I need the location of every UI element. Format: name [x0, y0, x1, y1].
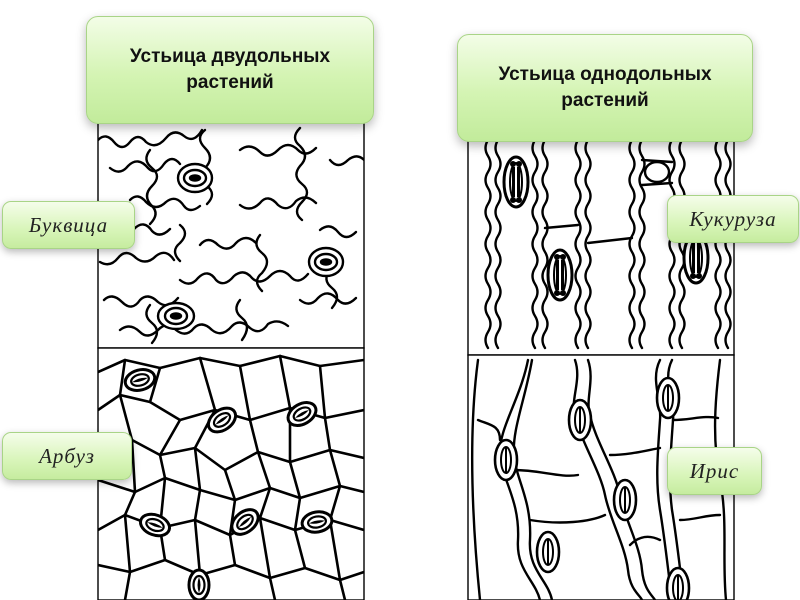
iris-micrograph [468, 355, 734, 600]
kukuruza-label: Кукуруза [667, 195, 799, 243]
bukvitsa-micrograph [98, 122, 364, 348]
monocot-title: Устьица однодольных растений [457, 34, 753, 142]
kukuruza-label-text: Кукуруза [689, 206, 777, 231]
iris-label: Ирис [667, 447, 762, 495]
bukvitsa-label: Буквица [2, 201, 135, 249]
arbuz-label: Арбуз [2, 432, 132, 480]
dicot-title: Устьица двудольных растений [86, 16, 374, 124]
iris-label-text: Ирис [689, 458, 740, 483]
arbuz-micrograph [98, 348, 364, 600]
dicot-title-text: Устьица двудольных растений [129, 46, 331, 93]
kukuruza-micrograph [468, 140, 734, 355]
arbuz-label-text: Арбуз [39, 443, 95, 468]
monocot-title-text: Устьица однодольных растений [498, 64, 712, 111]
bukvitsa-label-text: Буквица [28, 212, 109, 237]
